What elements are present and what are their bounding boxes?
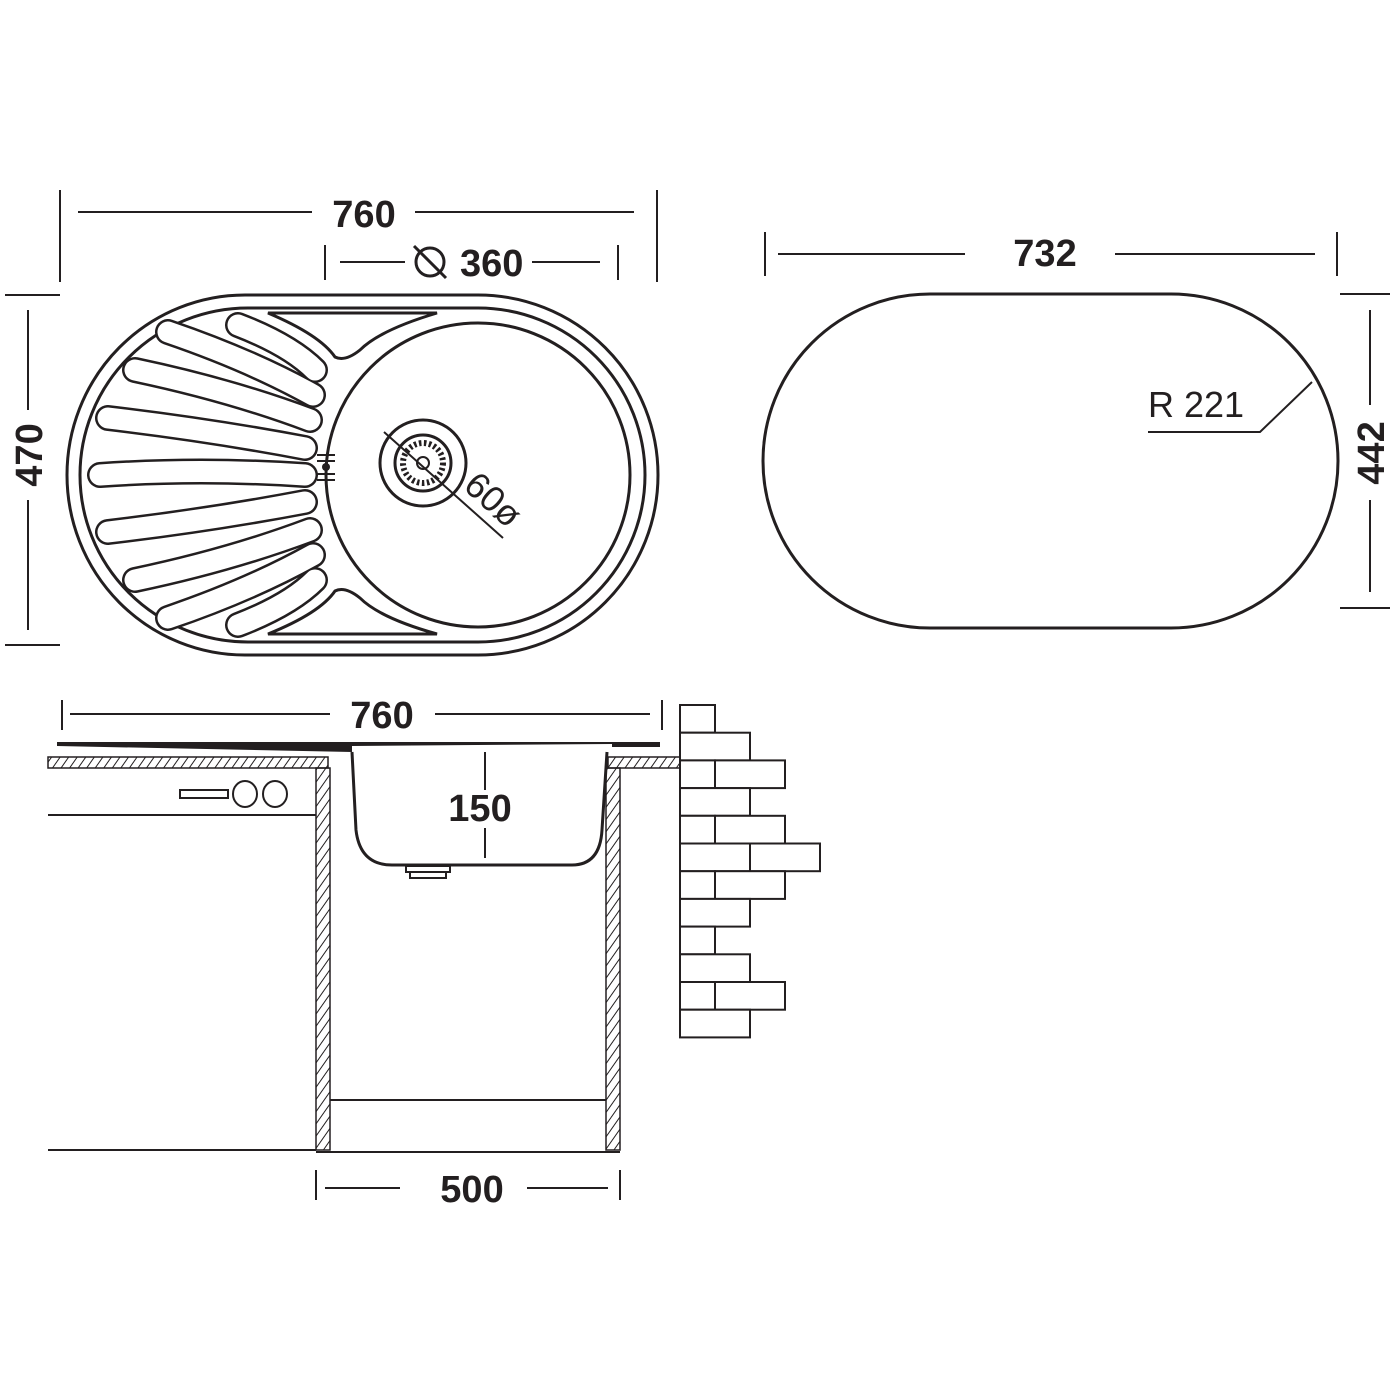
brick bbox=[679, 759, 716, 790]
brick bbox=[679, 953, 751, 983]
diameter-icon bbox=[412, 244, 448, 280]
countertop-right bbox=[607, 756, 681, 769]
brick bbox=[679, 814, 716, 845]
drain-icon: 60ø bbox=[378, 418, 531, 539]
bowl-diameter-dimension: 360 bbox=[324, 243, 619, 285]
brick bbox=[679, 870, 716, 900]
drain-label: 60ø bbox=[457, 463, 531, 535]
brick bbox=[679, 1008, 751, 1039]
top-width-dimension: 760 bbox=[59, 190, 658, 282]
brick bbox=[679, 704, 716, 734]
cabinet-wall-left bbox=[315, 767, 331, 1151]
brick bbox=[679, 731, 751, 762]
side-width-label: 760 bbox=[350, 695, 413, 737]
drainboard-top-wedge bbox=[267, 311, 438, 360]
sink-outline bbox=[65, 293, 660, 657]
brick bbox=[714, 814, 786, 845]
top-width-label: 760 bbox=[332, 194, 395, 236]
cutout-outline bbox=[761, 292, 1340, 630]
cutout-view: 732 442 R 221 bbox=[761, 232, 1392, 630]
appliance-controls bbox=[179, 780, 288, 808]
bowl-depth-label: 150 bbox=[448, 788, 511, 830]
drain-outlet bbox=[405, 865, 451, 879]
bowl-profile bbox=[350, 751, 609, 867]
cabinet-wall-right bbox=[605, 767, 621, 1151]
radius-label: R 221 bbox=[1148, 384, 1244, 425]
countertop-left bbox=[47, 756, 329, 769]
cutout-width-label: 732 bbox=[1013, 233, 1076, 275]
overflow-marker bbox=[317, 454, 335, 481]
brick bbox=[714, 759, 786, 790]
cutout-height-label: 442 bbox=[1351, 421, 1392, 484]
brick bbox=[679, 842, 751, 873]
drainboard-bottom-wedge bbox=[267, 588, 438, 636]
brick bbox=[679, 925, 716, 956]
brick bbox=[714, 981, 786, 1011]
cabinet-width-label: 500 bbox=[440, 1169, 503, 1211]
brick bbox=[749, 842, 821, 873]
side-view: 760 150 500 bbox=[47, 695, 821, 1211]
top-height-label: 470 bbox=[9, 423, 51, 486]
brick bbox=[679, 787, 751, 817]
brick-wall bbox=[679, 704, 821, 1039]
brick bbox=[679, 897, 751, 928]
brick bbox=[679, 981, 716, 1011]
top-view: 760 360 470 bbox=[5, 190, 660, 657]
brick bbox=[714, 870, 786, 900]
drainboard-ribs bbox=[87, 312, 328, 638]
top-height-dimension: 470 bbox=[5, 294, 60, 646]
sink-rim bbox=[57, 742, 660, 752]
bowl-diameter-label: 360 bbox=[460, 243, 523, 285]
